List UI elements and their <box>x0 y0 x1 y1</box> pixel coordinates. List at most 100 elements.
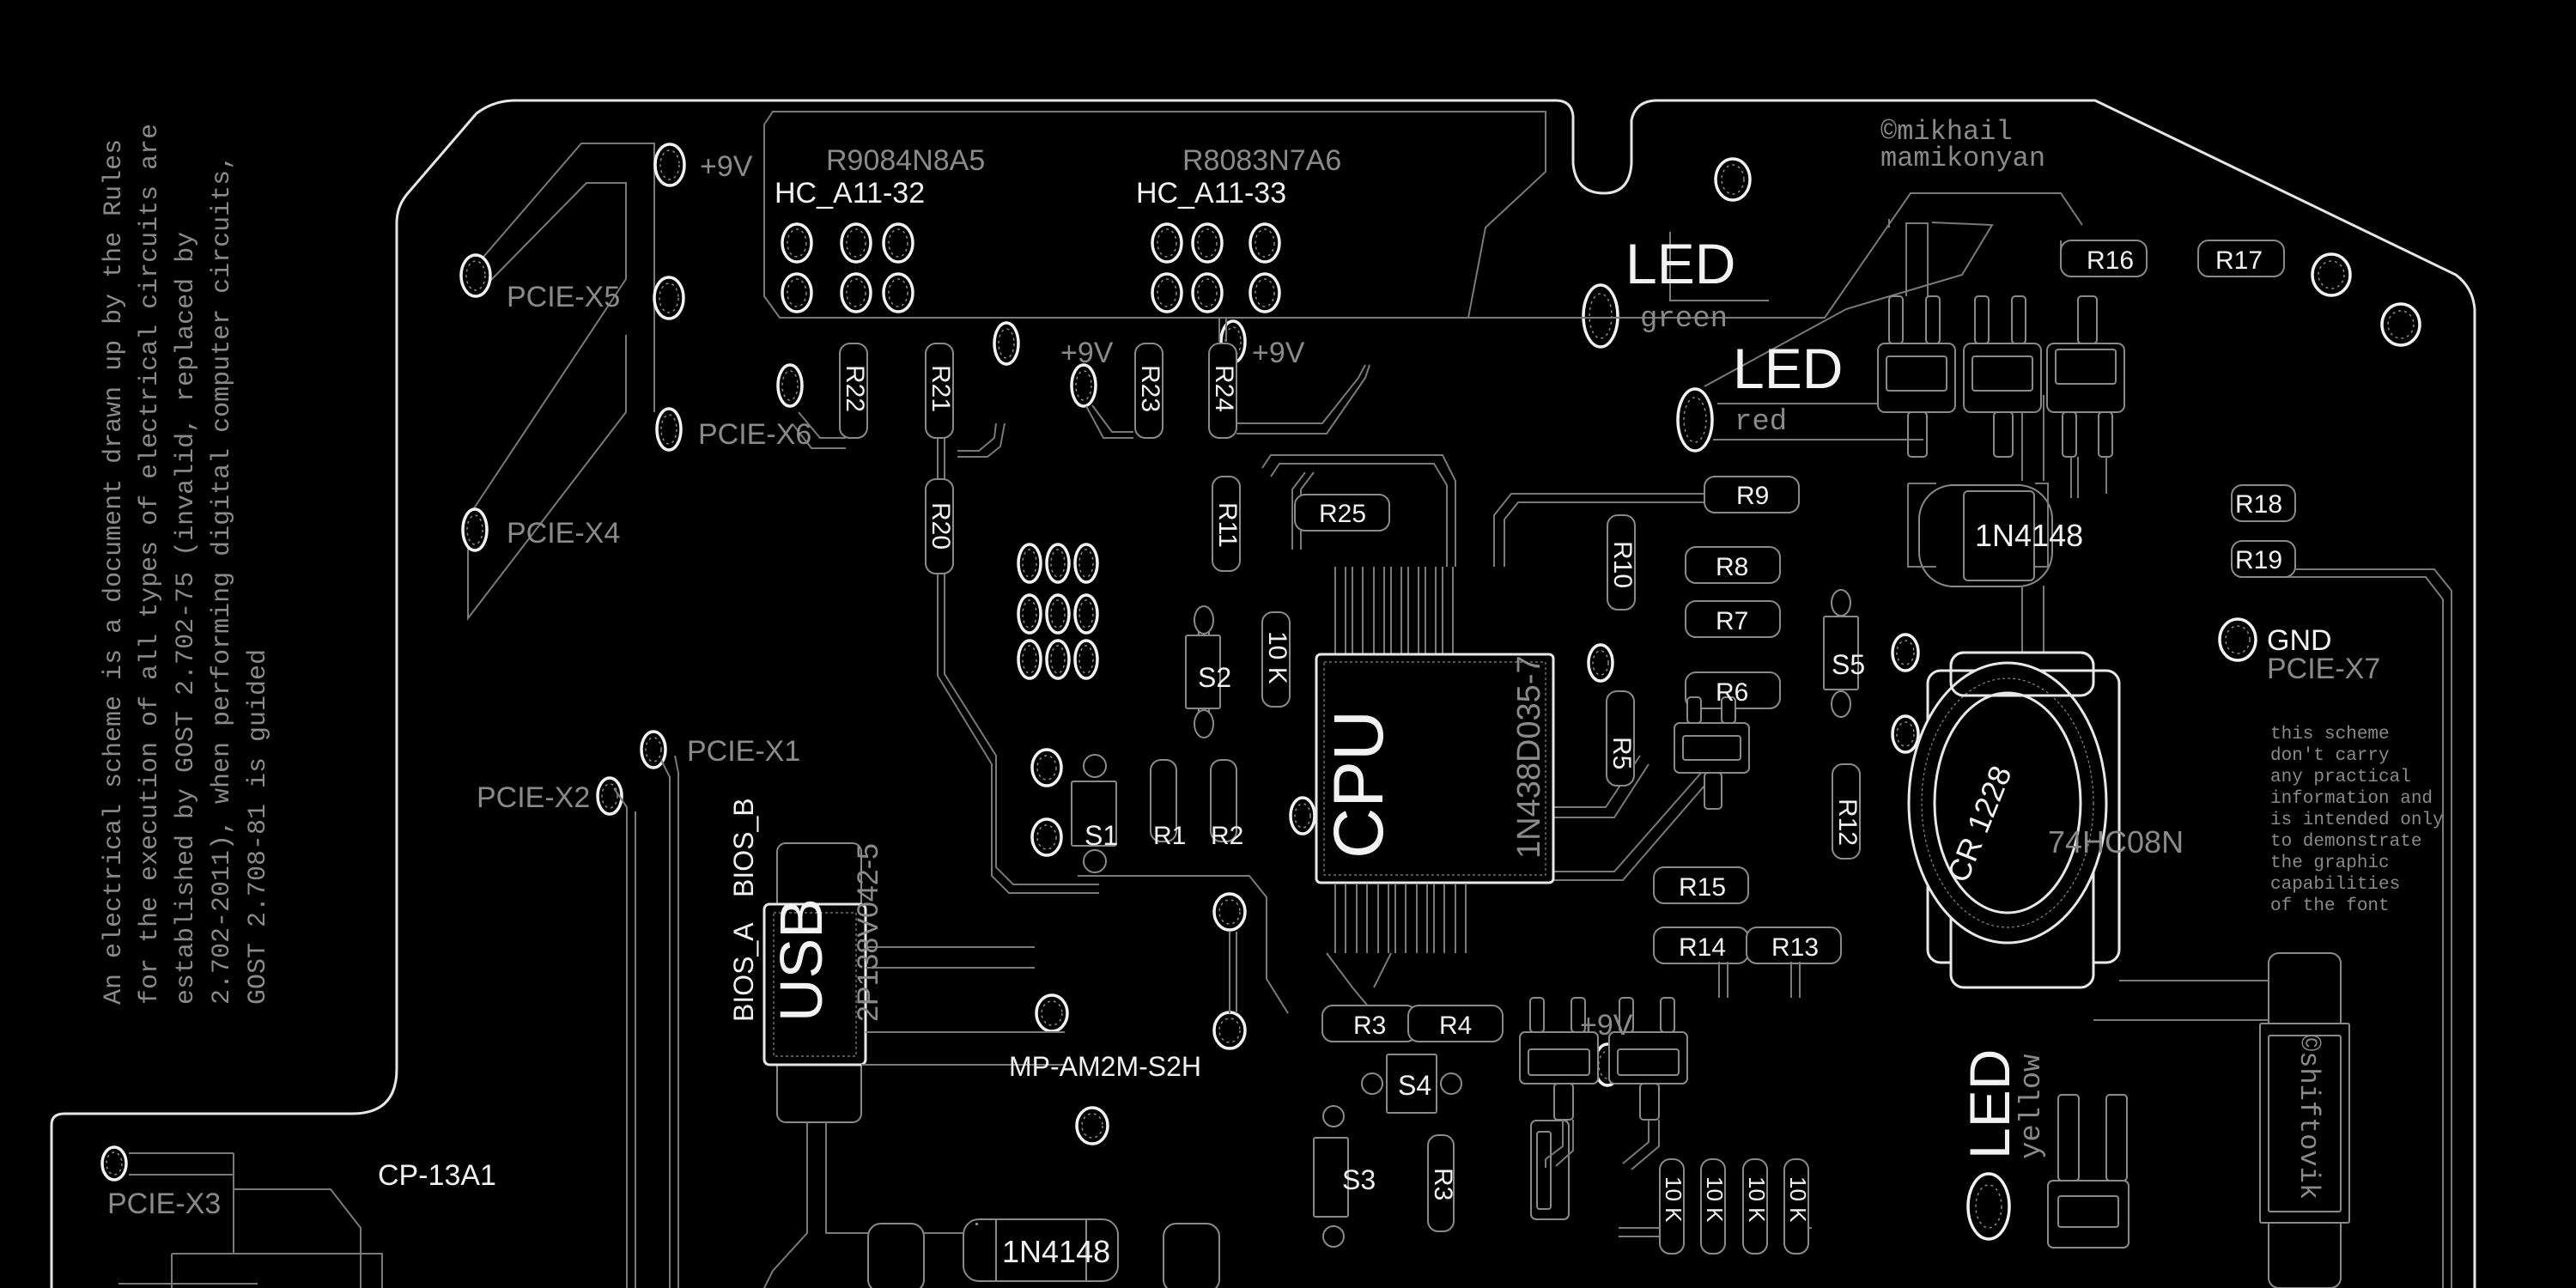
trace <box>957 422 1005 458</box>
trace <box>463 182 627 525</box>
diode-bottom <box>963 1218 1119 1282</box>
shiftovik-credit: ©shiftovik <box>2293 1035 2324 1200</box>
led-green-label: LED <box>1625 232 1735 295</box>
mp-label: MP-AM2M-S2H <box>1009 1051 1201 1082</box>
trace <box>866 946 1035 969</box>
pad-bottom <box>867 1223 925 1288</box>
label-gnd: GND <box>2267 624 2332 657</box>
r14-label: R14 <box>1679 933 1726 962</box>
header-left-name: HC_A11-32 <box>775 177 925 210</box>
diode-top-body <box>1963 490 2035 581</box>
r24-label: R24 <box>1210 365 1238 412</box>
r20-label: R20 <box>927 502 955 550</box>
trace <box>1085 405 1133 439</box>
trace <box>1704 222 1994 387</box>
label-plus9v: +9V <box>1060 337 1114 369</box>
led-yellow-label: LED <box>1958 1049 2021 1159</box>
usb-part-number: 2P138V042-5 <box>852 843 884 1022</box>
trace <box>1202 192 2083 319</box>
header-right-name: HC_A11-33 <box>1136 177 1286 210</box>
description-line: 2.702-2011), when performing digital com… <box>208 155 237 1005</box>
note-line: capabilities <box>2270 875 2400 895</box>
label-plus9v: +9V <box>1252 337 1305 369</box>
trace <box>1229 932 1237 1013</box>
author-credit-line1: ©mikhail <box>1880 116 2013 148</box>
r12-label: R12 <box>1833 799 1862 846</box>
ten-k-label: 10 K <box>1702 1176 1728 1223</box>
battery-inner <box>1933 691 2082 914</box>
trace <box>763 1122 963 1288</box>
cp-connector <box>234 1188 361 1288</box>
trace <box>1236 364 1366 424</box>
trace <box>798 411 846 439</box>
note-line: the graphic <box>2270 854 2390 873</box>
r15-label: R15 <box>1679 873 1726 902</box>
s5-label: S5 <box>1832 649 1865 680</box>
led-switches <box>1877 295 2125 458</box>
r4-label: R4 <box>1439 1012 1472 1040</box>
cpu-part-number: 1N438D035-7 <box>1511 655 1547 859</box>
trace <box>674 755 679 1288</box>
led-green-color: green <box>1640 303 1728 336</box>
trace <box>957 422 997 452</box>
header-right-pads <box>1151 222 1281 313</box>
description-line: An electrical scheme is a document drawn… <box>100 139 129 1005</box>
diode-top-label: 1N4148 <box>1975 518 2083 553</box>
cpu-label: CPU <box>1320 710 1398 859</box>
note-line: don't carry <box>2270 746 2390 766</box>
label-pcie-x1: PCIE-X1 <box>687 735 800 768</box>
label-pcie-x2: PCIE-X2 <box>477 781 590 814</box>
trace <box>793 424 846 449</box>
slide-switches <box>1519 696 2129 1249</box>
note-block: this scheme don't carry any practical in… <box>2270 725 2444 916</box>
cpu-chip <box>1315 653 1555 884</box>
r8-label: R8 <box>1716 553 1748 581</box>
note-line: to demonstrate <box>2270 832 2421 852</box>
trace <box>2093 980 2269 1021</box>
trace <box>861 1031 1065 1066</box>
trace <box>1619 1227 1812 1237</box>
bios-a-label: BIOS_A <box>728 922 759 1022</box>
note-line: information and <box>2270 789 2433 809</box>
r3-vertical-label: R3 <box>1429 1168 1457 1200</box>
header-left-pads <box>781 222 914 313</box>
resistor-bodies <box>839 240 2296 1255</box>
note-line: of the font <box>2270 896 2390 916</box>
trace <box>1091 404 1133 433</box>
label-pcie-x3: PCIE-X3 <box>107 1188 221 1220</box>
description-line: GOST 2.708-81 is guided <box>244 649 273 1005</box>
r11-label: R11 <box>1213 502 1242 548</box>
trace <box>2070 457 2107 498</box>
note-line: any practical <box>2270 768 2411 787</box>
board-outline <box>50 99 2476 1288</box>
usb-label: USB <box>768 898 835 1022</box>
trace <box>1236 364 1370 434</box>
r5-label: R5 <box>1607 737 1636 769</box>
description-line: for the execution of all types of electr… <box>136 124 165 1005</box>
r6-label: R6 <box>1716 678 1748 707</box>
usb-chip <box>762 902 867 1066</box>
r18-label: R18 <box>2235 490 2282 519</box>
trace <box>937 567 1099 894</box>
led-yellow-color: yellow <box>2016 1054 2049 1159</box>
trace <box>1718 962 1801 998</box>
trace <box>944 567 1099 885</box>
bios-b-label: BIOS_B <box>728 798 759 897</box>
r10-label: R10 <box>1608 541 1637 588</box>
r9-label: R9 <box>1736 482 1769 510</box>
ten-k-label: 10 K <box>1744 1176 1770 1223</box>
trace <box>1622 1120 1660 1170</box>
header-left-part: R9084N8A5 <box>826 144 985 177</box>
diode-bottom-label: 1N4148 <box>1002 1234 1110 1269</box>
r7-label: R7 <box>1716 607 1748 635</box>
description-block: An electrical scheme is a document drawn… <box>100 124 273 1005</box>
led-red-color: red <box>1735 406 1787 439</box>
r19-label: R19 <box>2235 546 2282 574</box>
trace <box>660 759 671 1288</box>
s3-label: S3 <box>1342 1164 1376 1195</box>
r17-label: R17 <box>2215 246 2263 275</box>
cpu-pins <box>1261 454 1716 1014</box>
label-plus9v: +9V <box>700 150 753 183</box>
r21-label: R21 <box>927 365 955 412</box>
